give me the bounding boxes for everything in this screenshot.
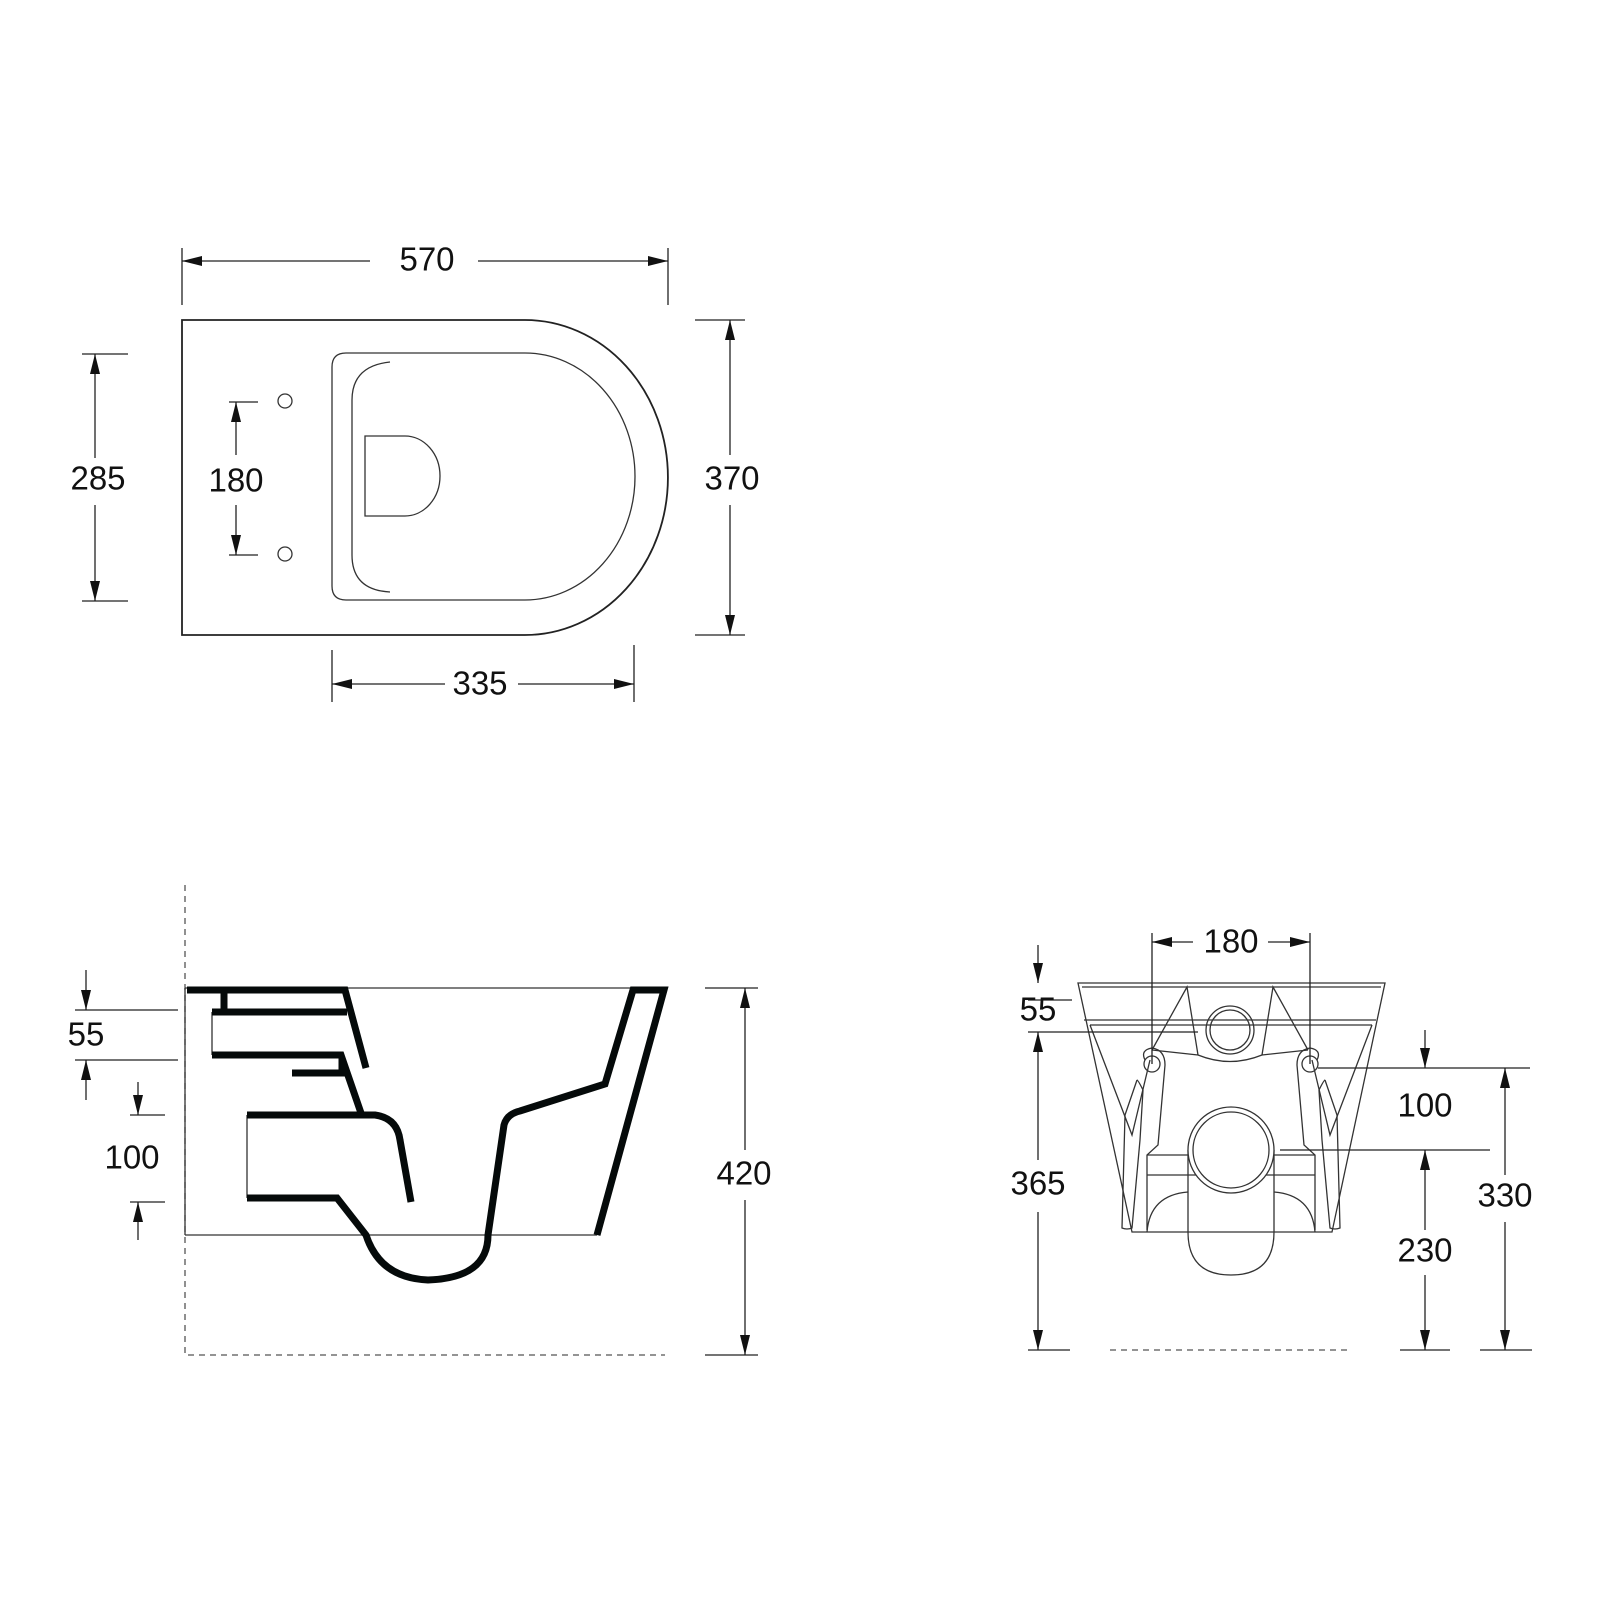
side-view: 55 100 420 xyxy=(68,885,772,1356)
dimension-100-side: 100 xyxy=(104,1082,165,1240)
dim-label: 570 xyxy=(399,241,454,278)
dimension-230: 230 xyxy=(1397,1150,1453,1351)
dim-label: 420 xyxy=(716,1155,771,1192)
dim-label: 365 xyxy=(1010,1165,1065,1202)
outlet-outer xyxy=(1187,1106,1275,1194)
fixing-hole-top xyxy=(277,393,293,409)
dim-label: 285 xyxy=(70,460,125,497)
dim-label: 335 xyxy=(452,665,507,702)
inlet-channel xyxy=(212,1051,365,1115)
top-view: 570 370 285 180 335 xyxy=(70,241,760,702)
inner-rim xyxy=(351,361,391,593)
outlet-opening xyxy=(364,435,441,517)
dim-label: 100 xyxy=(104,1139,159,1176)
wall-line xyxy=(184,885,665,1356)
dimension-365: 365 xyxy=(1010,1032,1070,1351)
dim-label: 230 xyxy=(1397,1232,1452,1269)
fixing-hole-bottom xyxy=(277,546,293,562)
dimension-100-front: 100 xyxy=(1280,1030,1530,1151)
inlet-guides xyxy=(211,1012,248,1198)
bowl-outline xyxy=(181,319,669,636)
dimension-370: 370 xyxy=(695,319,760,636)
inlet-outer xyxy=(1205,1005,1255,1055)
outlet-pipe xyxy=(1187,1150,1275,1276)
dimension-55-side: 55 xyxy=(68,970,178,1100)
dimension-180-front: 180 xyxy=(1151,923,1311,1064)
trap-lower xyxy=(247,986,669,1284)
front-rim-lines xyxy=(1082,986,1381,1026)
dim-label: 180 xyxy=(1203,923,1258,960)
dimension-330: 330 xyxy=(1477,1068,1533,1351)
dimension-285: 285 xyxy=(70,353,128,602)
dimension-180-top: 180 xyxy=(208,401,264,556)
front-outline xyxy=(1077,982,1386,1233)
inner-triangles xyxy=(1089,1024,1373,1138)
right-bracket xyxy=(1296,1047,1341,1230)
dim-label: 100 xyxy=(1397,1087,1452,1124)
dim-label: 55 xyxy=(1020,991,1057,1028)
dim-label: 55 xyxy=(68,1016,105,1053)
left-bracket xyxy=(1121,1047,1166,1230)
dimension-420: 420 xyxy=(705,987,772,1356)
dim-label: 180 xyxy=(208,462,263,499)
outlet-inner xyxy=(1192,1111,1270,1189)
inlet-inner xyxy=(1209,1009,1251,1051)
dim-label: 330 xyxy=(1477,1177,1532,1214)
seat-rim xyxy=(331,352,636,601)
rim-top xyxy=(187,986,370,1069)
dimension-55-front: 55 xyxy=(1020,945,1198,1033)
dimension-570: 570 xyxy=(181,241,669,305)
rim-channel xyxy=(212,990,347,1016)
dim-label: 370 xyxy=(704,460,759,497)
trap-upper xyxy=(247,1111,415,1203)
front-view: 180 55 365 100 230 330 xyxy=(1010,923,1533,1351)
dimension-335: 335 xyxy=(331,645,635,702)
